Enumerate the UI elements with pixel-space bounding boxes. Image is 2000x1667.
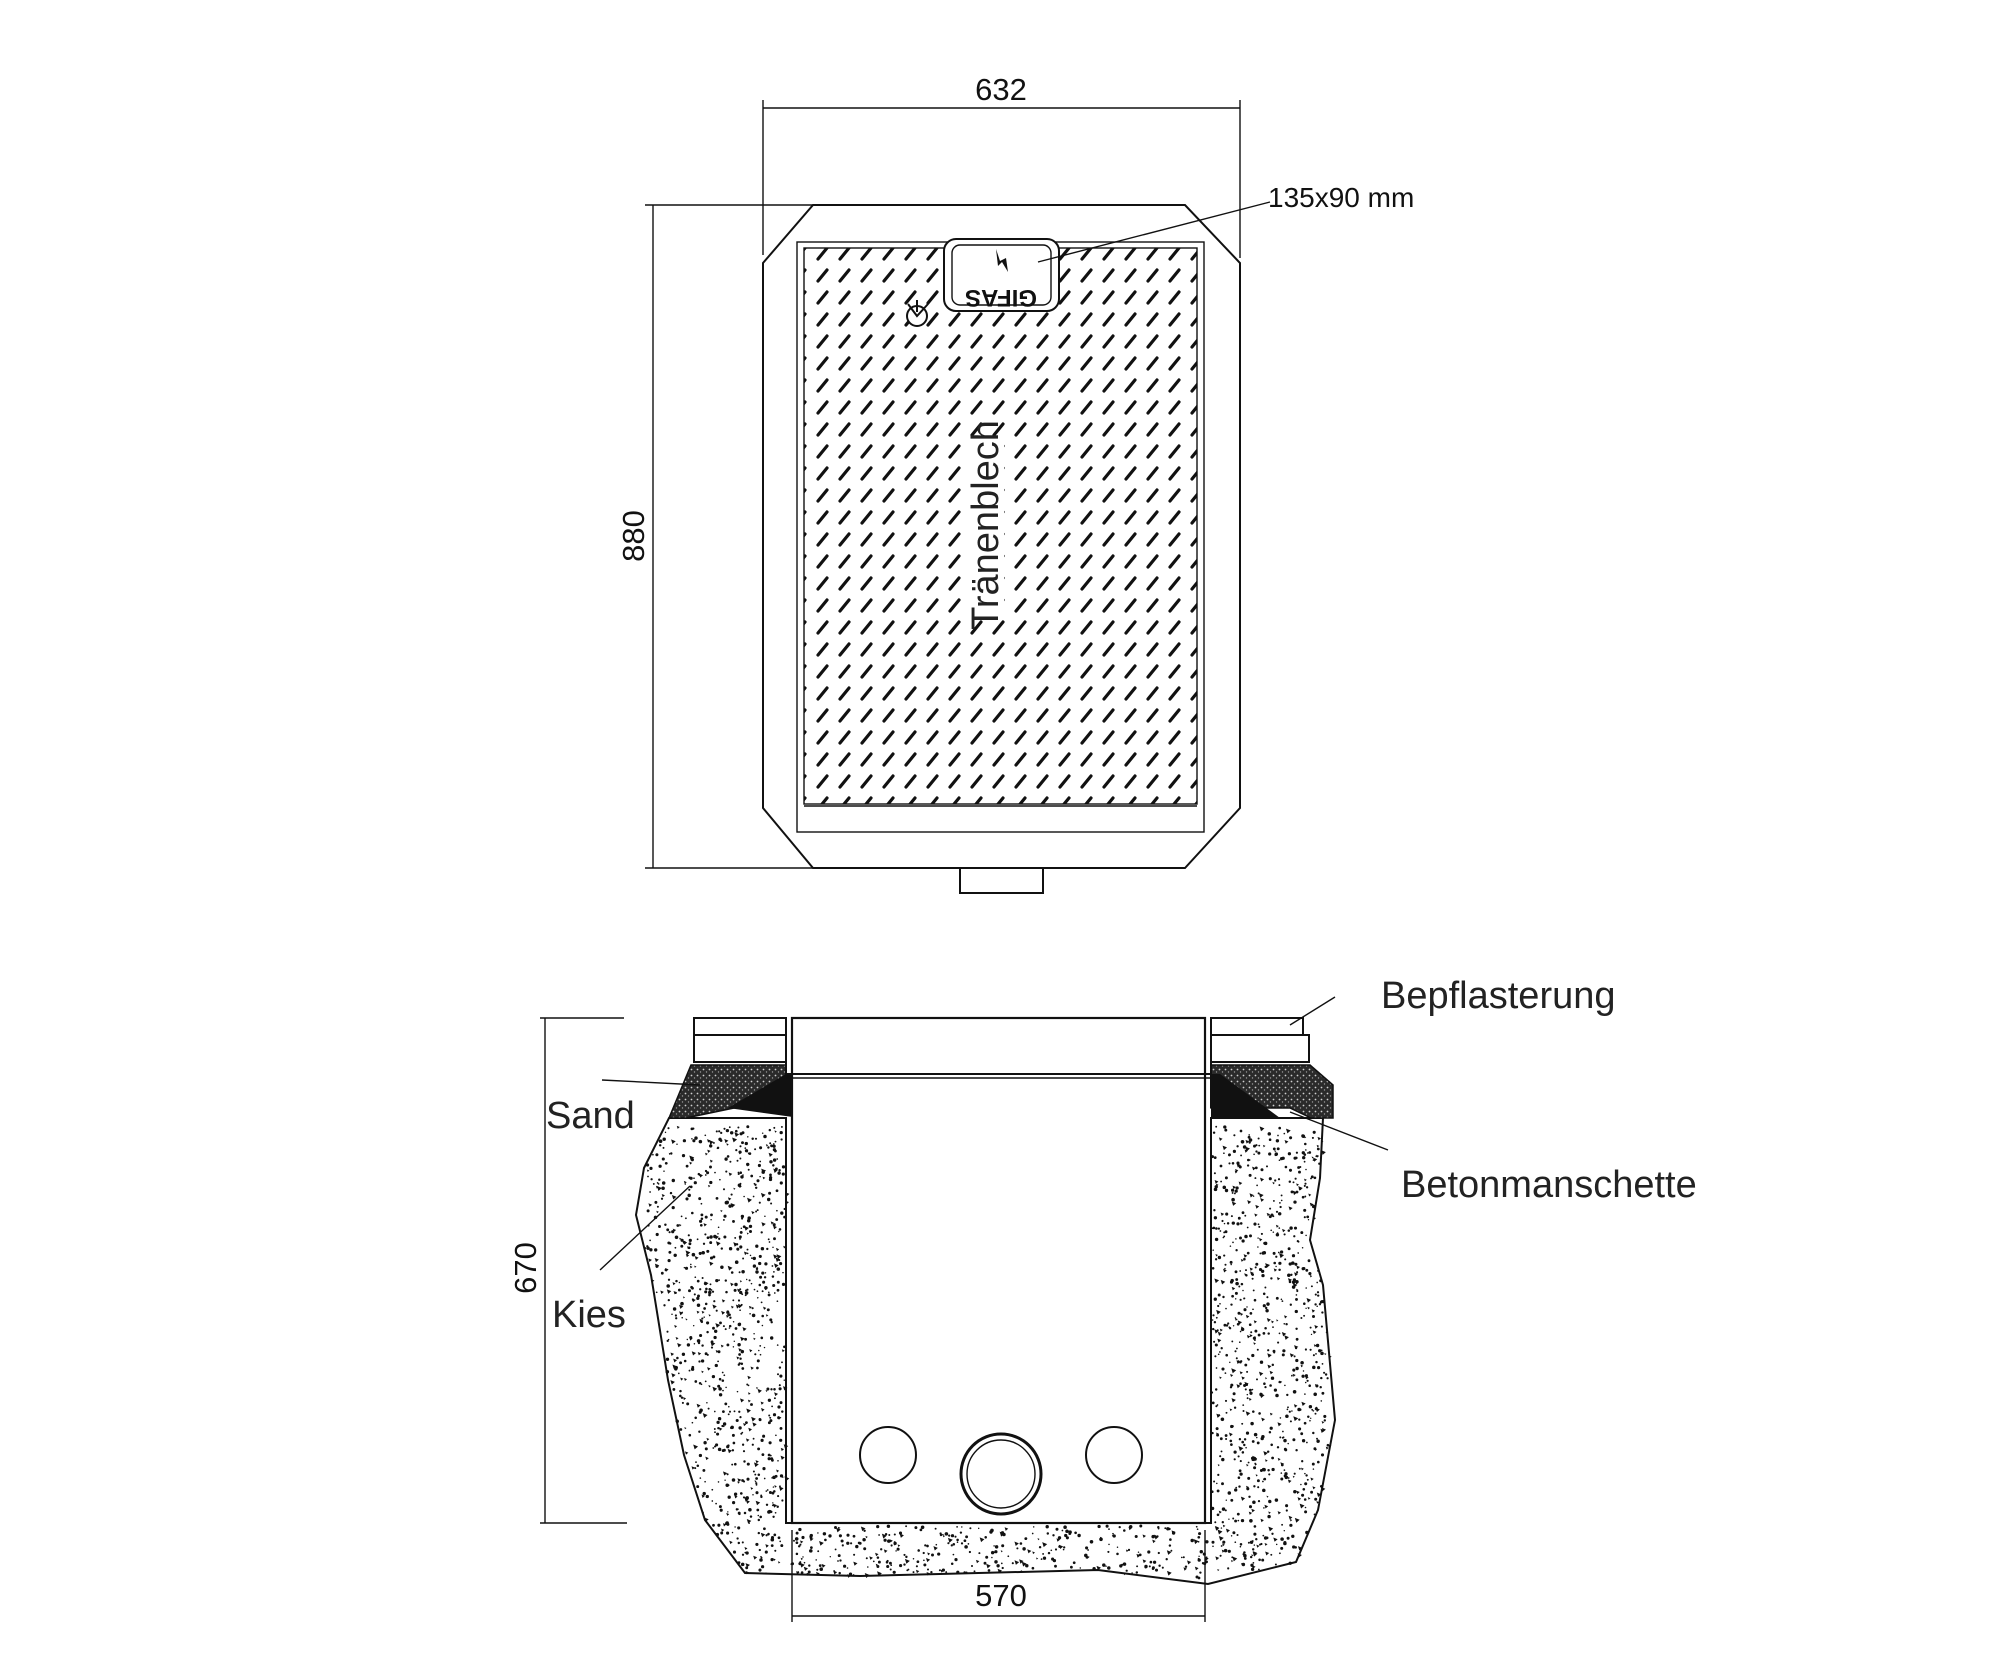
collar-label: Betonmanschette [1401, 1164, 1697, 1206]
paving-stone-right-2 [1210, 1034, 1310, 1063]
cable-entry-center [959, 1432, 1043, 1516]
paving-stone-left-2 [693, 1034, 787, 1063]
cable-entry-center-inner [966, 1439, 1036, 1509]
section-view: 670 570 Bepflasterung Sand Betonmanschet… [508, 975, 1697, 1622]
plate-label-bg [966, 438, 1004, 613]
gravel-leader-line [599, 1185, 691, 1271]
cover-frame-outline [762, 204, 1241, 869]
opening-badge-inner [951, 244, 1052, 306]
opening-label: 135x90 mm [1268, 182, 1414, 213]
lightning-icon [996, 249, 1008, 272]
gravel-texture [644, 1125, 1332, 1580]
paving-stone-left-1 [693, 1017, 787, 1036]
top-view: GIFAS Tränenblech 632 880 135x90 mm [616, 72, 1414, 894]
sand-leader-line [601, 1079, 701, 1086]
section-height-dim-text: 670 [508, 1242, 543, 1294]
gravel-label: Kies [552, 1294, 626, 1336]
brand-logo-text: GIFAS [965, 284, 1037, 311]
bottom-dim-text: 570 [975, 1578, 1027, 1613]
bottom-tab [959, 867, 1044, 894]
concrete-collar-left [728, 1074, 800, 1118]
height-dim-text: 880 [616, 510, 651, 562]
paving-stone-right-1 [1210, 1017, 1304, 1036]
paving-leader-line [1289, 996, 1336, 1026]
collar-leader-line [1289, 1111, 1389, 1151]
paving-label: Bepflasterung [1381, 975, 1616, 1017]
width-dim-text: 632 [975, 72, 1027, 107]
hand-symbol-icon [906, 300, 929, 327]
concrete-collar-right [1211, 1074, 1280, 1118]
cable-entry-left [859, 1426, 917, 1484]
plate-label: Tränenblech [965, 420, 1007, 630]
cable-entry-right [1085, 1426, 1143, 1484]
opening-leader-line [1037, 201, 1271, 263]
sand-label: Sand [546, 1095, 635, 1137]
opening-badge [943, 238, 1060, 312]
